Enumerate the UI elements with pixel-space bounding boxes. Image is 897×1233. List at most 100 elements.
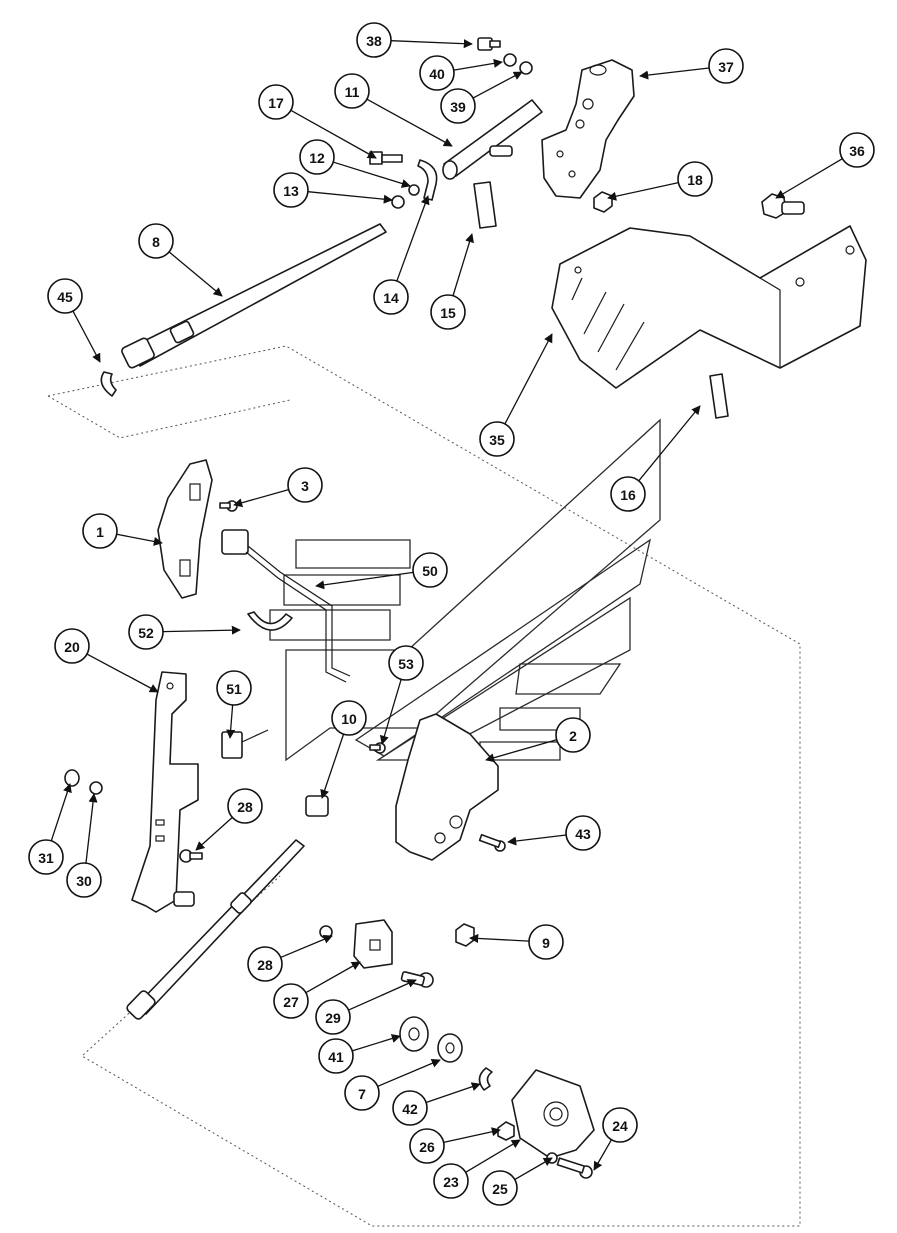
leader-line xyxy=(472,71,523,99)
callout-31: 31 xyxy=(28,783,72,875)
part-12-washer xyxy=(408,184,420,196)
leader-line xyxy=(593,1139,613,1171)
callout-23: 23 xyxy=(433,1139,521,1199)
callout-bubble xyxy=(433,1163,469,1199)
callout-bubble xyxy=(528,924,564,960)
callout-12: 12 xyxy=(299,139,411,188)
callout-bubble xyxy=(409,1128,445,1164)
part-36-bolt xyxy=(761,193,805,219)
callout-number: 3 xyxy=(301,478,309,494)
callout-bubble xyxy=(482,1170,518,1206)
part-14-clip xyxy=(417,159,438,201)
callout-bubble xyxy=(412,552,448,588)
callout-bubble xyxy=(28,839,64,875)
callout-24: 24 xyxy=(593,1107,638,1171)
callout-30: 30 xyxy=(66,793,102,898)
leader-line xyxy=(116,533,163,546)
callout-28: 28 xyxy=(195,788,263,851)
callout-number: 35 xyxy=(489,432,505,448)
leader-line xyxy=(50,783,72,842)
part-26-nut xyxy=(497,1121,515,1141)
leader-line xyxy=(352,1034,401,1052)
callout-number: 26 xyxy=(419,1139,435,1155)
callout-11: 11 xyxy=(334,73,453,147)
leader-line xyxy=(195,816,233,851)
callout-bubble xyxy=(247,946,283,982)
callout-52: 52 xyxy=(128,614,241,650)
callout-number: 36 xyxy=(849,143,865,159)
callout-14: 14 xyxy=(373,195,430,315)
leader-line xyxy=(333,161,411,188)
callout-number: 1 xyxy=(96,524,104,540)
leader-line xyxy=(607,181,679,201)
part-41-washer xyxy=(399,1016,429,1052)
callout-bubble xyxy=(392,1090,428,1126)
callout-8: 8 xyxy=(138,223,223,297)
part-53-screw xyxy=(369,742,386,754)
part-43-bolt xyxy=(478,833,506,852)
callout-17: 17 xyxy=(258,84,377,159)
callout-bubble xyxy=(356,22,392,58)
callout-number: 51 xyxy=(226,681,242,697)
part-16-pad xyxy=(709,373,729,419)
callout-38: 38 xyxy=(356,22,473,58)
callout-43: 43 xyxy=(507,815,601,851)
callout-bubble xyxy=(216,670,252,706)
callout-number: 52 xyxy=(138,625,154,641)
callout-bubble xyxy=(82,513,118,549)
callout-number: 41 xyxy=(328,1049,344,1065)
callout-number: 20 xyxy=(64,639,80,655)
leader-line xyxy=(425,1082,481,1104)
leader-line xyxy=(315,571,414,590)
part-20-bracket xyxy=(131,671,199,913)
callout-bubble xyxy=(677,161,713,197)
leader-line xyxy=(453,58,503,71)
leader-line xyxy=(305,961,361,994)
leader-line xyxy=(320,733,345,799)
callout-13: 13 xyxy=(273,172,393,208)
callout-bubble xyxy=(610,476,646,512)
callout-number: 45 xyxy=(57,289,73,305)
leader-line xyxy=(233,488,289,508)
part-45-clip xyxy=(100,371,117,397)
part-31-spacer xyxy=(64,769,80,787)
callout-number: 12 xyxy=(309,150,325,166)
leader-line xyxy=(775,158,843,199)
callout-number: 53 xyxy=(398,656,414,672)
callout-number: 31 xyxy=(38,850,54,866)
leader-line xyxy=(390,39,473,49)
callout-number: 17 xyxy=(268,95,284,111)
leader-line xyxy=(638,405,701,482)
callout-number: 14 xyxy=(383,290,399,306)
callout-bubble xyxy=(331,700,367,736)
callout-16: 16 xyxy=(610,405,701,512)
callout-40: 40 xyxy=(419,55,503,91)
callout-42: 42 xyxy=(392,1082,481,1126)
callout-41: 41 xyxy=(318,1034,401,1074)
callout-number: 28 xyxy=(257,957,273,973)
callout-9: 9 xyxy=(469,924,564,960)
callout-2: 2 xyxy=(485,717,591,763)
callout-number: 10 xyxy=(341,711,357,727)
part-42-clip xyxy=(478,1067,493,1091)
callout-number: 9 xyxy=(542,935,550,951)
part-28-pin-upper xyxy=(179,849,203,863)
lever-shaft xyxy=(126,839,305,1020)
leader-line xyxy=(377,1059,441,1087)
callout-bubble xyxy=(227,788,263,824)
callout-bubble xyxy=(602,1107,638,1143)
part-9-bushing xyxy=(455,923,475,947)
callout-1: 1 xyxy=(82,513,163,549)
callout-number: 18 xyxy=(687,172,703,188)
callout-36: 36 xyxy=(775,132,875,199)
part-52-clip xyxy=(247,611,293,631)
part-2-housing xyxy=(395,713,499,861)
leader-line xyxy=(396,195,430,282)
callout-number: 28 xyxy=(237,799,253,815)
callout-number: 40 xyxy=(429,66,445,82)
callout-10: 10 xyxy=(320,700,367,799)
part-27-block xyxy=(353,919,393,969)
part-35-plate xyxy=(551,225,867,389)
callout-bubble xyxy=(388,645,424,681)
part-10-switch xyxy=(305,795,329,817)
